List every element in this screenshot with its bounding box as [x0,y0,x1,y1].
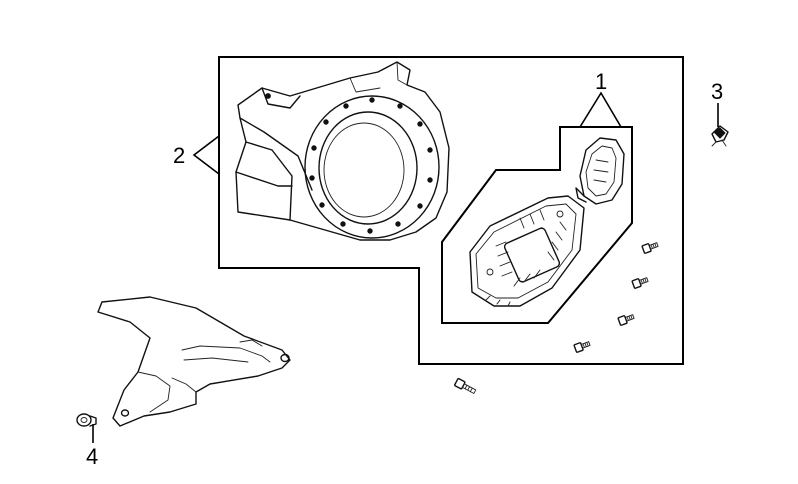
callout-number-3: 3 [711,79,723,104]
fan-cover-icon [235,61,450,241]
callout-2-bracket [192,135,220,175]
starter-bolt-icon [573,242,659,353]
assembly-frame-1 [441,126,633,324]
bolt-icon [454,377,477,394]
recoil-starter-icon [469,137,625,307]
guard-plate-icon [97,296,291,427]
callout-1-bracket [579,91,622,128]
assembly-frame-2 [218,56,684,365]
callout-number-4: 4 [86,444,98,469]
callout-number-1: 1 [595,69,607,94]
callout-number-2: 2 [173,143,185,168]
clip-icon [711,125,729,147]
nut-icon [76,413,97,427]
